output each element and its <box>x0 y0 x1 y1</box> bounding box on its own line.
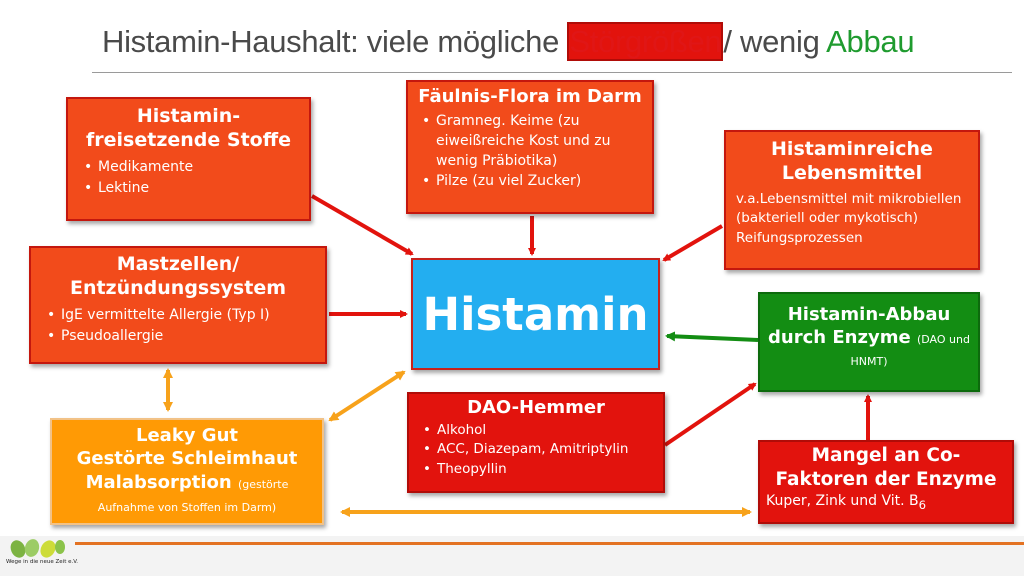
box-histamin-freisetzende-stoffe: Histamin- freisetzende Stoffe Medikament… <box>66 97 311 221</box>
cofactor-text: Kuper, Zink und Vit. B <box>766 493 919 510</box>
title-part-abbau: Abbau <box>826 24 915 59</box>
list-item: IgE vermittelte Allergie (Typ I) <box>47 305 315 326</box>
title-part-3: / wenig <box>723 24 827 59</box>
box-histamin-abbau: Histamin-Abbau durch Enzyme (DAO und HNM… <box>758 292 980 392</box>
box-mangel-cofaktoren: Mangel an Co- Faktoren der Enzyme Kuper,… <box>758 440 1014 524</box>
box-faeulnis-heading: Fäulnis-Flora im Darm <box>418 86 642 107</box>
box-dao-heading: DAO-Hemmer <box>467 397 605 418</box>
arrow-reich-to-histamin <box>662 224 724 262</box>
leaky-malabsorption: Malabsorption <box>85 471 232 493</box>
box-mangel-heading: Mangel an Co- Faktoren der Enzyme <box>775 445 997 491</box>
box-reich-description: v.a.Lebensmittel mit mikrobiellen (bakte… <box>736 190 962 246</box>
list-item: Theopyllin <box>423 460 655 480</box>
box-faeulnis-flora: Fäulnis-Flora im Darm Gramneg. Keime (zu… <box>406 80 654 214</box>
list-item: Lektine <box>84 178 299 199</box>
title-divider <box>92 72 1012 73</box>
box-mastzellen: Mastzellen/ Entzündungssystem IgE vermit… <box>29 246 327 364</box>
cofactor-subscript: 6 <box>918 497 927 512</box>
leaky-line-3: Malabsorption (gestörte Aufnahme von Sto… <box>60 471 314 518</box>
slide-title: Histamin-Haushalt: viele mögliche Störgr… <box>102 22 1002 61</box>
abbau-enzymes: (DAO und HNMT) <box>850 332 970 369</box>
arrow-leaky-histamin <box>328 370 406 422</box>
list-item: Pseudoallergie <box>47 326 315 347</box>
leaky-line-1: Leaky Gut <box>136 425 238 446</box>
list-item: Alkohol <box>423 421 655 441</box>
leaky-malabsorption-note: (gestörte Aufnahme von Stoffen im Darm) <box>97 477 289 515</box>
list-item: ACC, Diazepam, Amitriptylin <box>423 440 655 460</box>
cofactor-list: Kuper, Zink und Vit. B6 <box>766 493 1006 512</box>
box-histaminreiche-lebensmittel: Histaminreiche Lebensmittel v.a.Lebensmi… <box>724 130 980 270</box>
box-dao-hemmer: DAO-Hemmer Alkohol ACC, Diazepam, Amitri… <box>407 392 665 493</box>
footer-logo-text: Wege in die neue Zeit e.V. <box>6 559 79 565</box>
title-part-stoergroessen: Störgrößen <box>567 22 724 61</box>
box-release-heading: Histamin- freisetzende Stoffe <box>86 105 291 151</box>
footer-accent-line <box>75 542 1024 545</box>
list-item: Gramneg. Keime (zu eiweißreiche Kost und… <box>422 111 644 172</box>
list-item: Pilze (zu viel Zucker) <box>422 171 644 192</box>
footer-logo: Wege in die neue Zeit e.V. <box>4 538 78 574</box>
list-item: Medikamente <box>84 157 299 178</box>
box-abbau-heading: Histamin-Abbau durch Enzyme (DAO und HNM… <box>766 304 972 372</box>
arrow-release-to-histamin <box>310 194 414 256</box>
leaf-logo-icon <box>10 539 65 558</box>
histamin-label: Histamin <box>422 287 649 341</box>
title-part-1: Histamin-Haushalt: viele mögliche <box>102 24 568 59</box>
box-leaky-gut: Leaky Gut Gestörte Schleimhaut Malabsorp… <box>50 418 324 525</box>
abbau-title: Histamin-Abbau durch Enzyme <box>768 304 951 348</box>
box-reich-heading: Histaminreiche Lebensmittel <box>771 138 933 184</box>
box-histamin-center: Histamin <box>411 258 660 370</box>
box-mast-heading: Mastzellen/ Entzündungssystem <box>69 253 287 299</box>
leaky-line-2: Gestörte Schleimhaut <box>76 448 298 470</box>
arrow-abbau-to-histamin <box>665 331 759 342</box>
arrow-dao-to-abbau <box>663 382 757 447</box>
